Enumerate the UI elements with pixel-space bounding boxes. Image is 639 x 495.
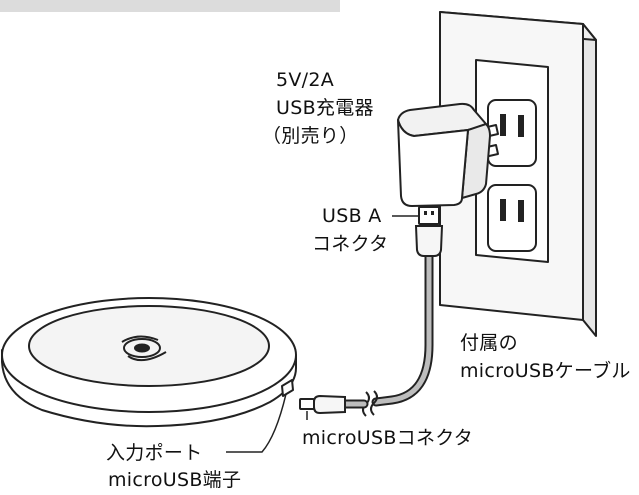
charging-pad (1, 297, 297, 428)
usb-a-label-line1: USB A (322, 205, 382, 227)
usb-cable (340, 247, 434, 417)
micro-connector-label: microUSBコネクタ (302, 427, 474, 449)
charger-name-label: USB充電器 (276, 97, 374, 119)
wireless-charging-logo-icon (121, 335, 167, 362)
leader-lines (226, 215, 418, 453)
input-port-label-line1: 入力ポート (106, 442, 203, 464)
cable-label-line2: microUSBケーブル (460, 360, 631, 382)
wall-outlet (439, 11, 597, 337)
input-port-label-line2: microUSB端子 (108, 469, 242, 491)
micro-usb-connector (299, 394, 346, 415)
charger-spec-label: 5V/2A (276, 69, 335, 91)
usb-a-connector (414, 206, 444, 257)
cable-label-line1: 付属の (460, 332, 518, 354)
charger-note-label: （別売り） (262, 125, 359, 147)
header-tab (0, 0, 340, 12)
usb-a-label-line2: コネクタ (312, 233, 389, 255)
input-port-leader-line (226, 393, 287, 453)
usb-charger (397, 102, 499, 207)
